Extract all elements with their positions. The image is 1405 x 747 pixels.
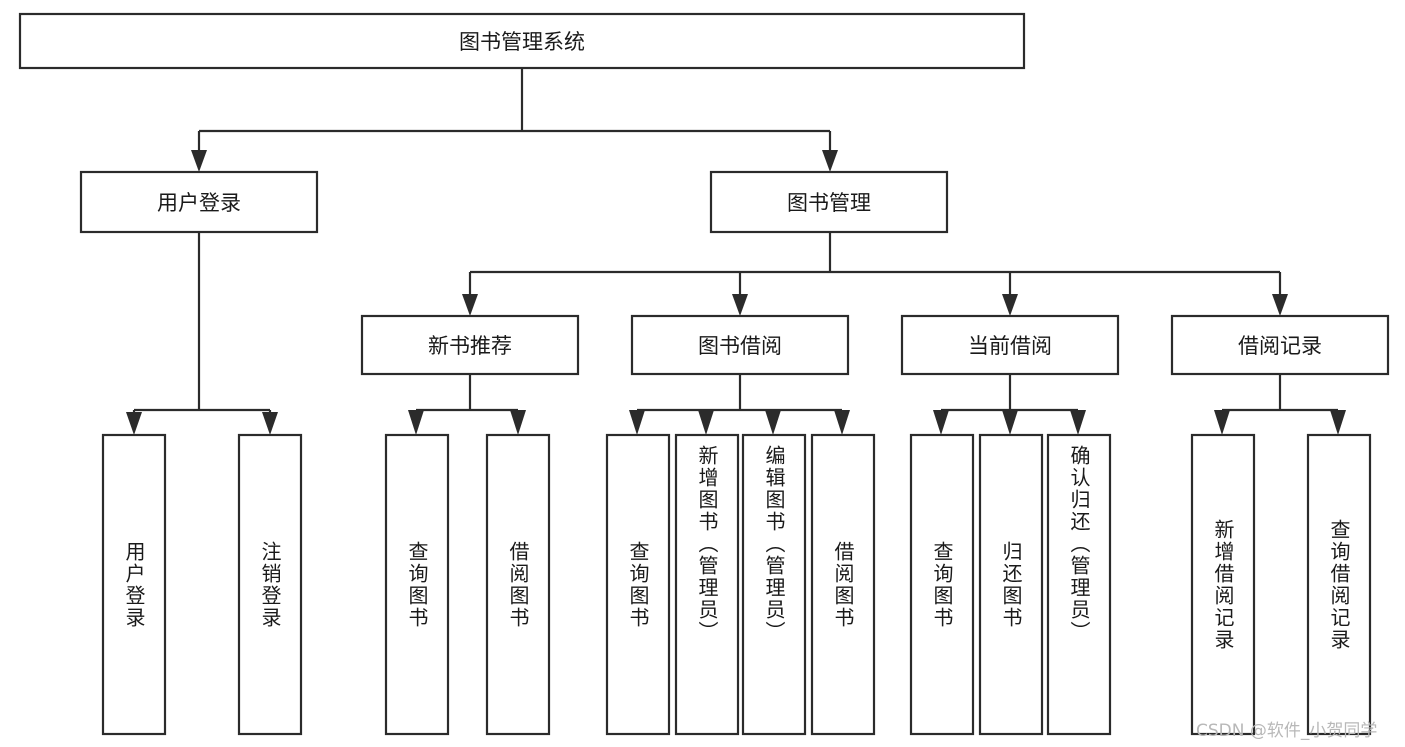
- arrow-head-leaf-borrow-query: [629, 410, 645, 435]
- node-label-leaf-rec-query: 查询图书: [405, 540, 429, 629]
- arrow-head-leaf-cur-return: [1002, 410, 1018, 435]
- connector-group-user-login-leaves: [126, 232, 278, 435]
- node-label-borrow-record: 借阅记录: [1238, 334, 1322, 358]
- arrow-head-leaf-borrow-lend: [834, 410, 850, 435]
- arrow-head-user-login: [191, 150, 207, 172]
- arrow-head-current-borrow: [1002, 294, 1018, 316]
- arrow-head-leaf-cur-confirm: [1070, 410, 1086, 435]
- connector-group-root-to-level2: [191, 68, 838, 172]
- connector-group-book-manage-to-level3: [462, 232, 1288, 316]
- arrow-head-leaf-user-logout: [262, 412, 278, 435]
- node-label-current-borrow: 当前借阅: [968, 334, 1052, 358]
- node-box-leaf-rec-add[interactable]: [1190, 433, 1256, 736]
- node-box-leaf-borrow-lend[interactable]: [810, 433, 876, 736]
- arrow-head-leaf-user-login: [126, 412, 142, 435]
- node-label-leaf-borrow-add: 新增图书（管理员）: [695, 445, 719, 643]
- node-box-leaf-rec-borrow[interactable]: [485, 433, 551, 736]
- node-label-new-book-rec: 新书推荐: [428, 334, 512, 358]
- node-box-leaf-cur-query[interactable]: [909, 433, 975, 736]
- node-box-book-manage[interactable]: [709, 170, 949, 234]
- connector-group-book-borrow-leaves: [629, 374, 850, 435]
- arrow-head-borrow-record: [1272, 294, 1288, 316]
- node-box-leaf-rec-query2[interactable]: [1306, 433, 1372, 736]
- node-box-book-borrow[interactable]: [630, 314, 850, 376]
- arrow-head-leaf-rec-add: [1214, 410, 1230, 435]
- node-box-leaf-borrow-add[interactable]: [674, 433, 740, 736]
- node-label-leaf-rec-query2: 查询借阅记录: [1327, 518, 1351, 651]
- node-label-leaf-cur-confirm: 确认归还（管理员）: [1067, 445, 1091, 643]
- node-box-leaf-cur-return[interactable]: [978, 433, 1044, 736]
- arrow-head-leaf-cur-query: [933, 410, 949, 435]
- node-label-leaf-borrow-lend: 借阅图书: [831, 540, 855, 629]
- node-box-root[interactable]: [18, 12, 1026, 70]
- node-label-leaf-user-login: 用户登录: [122, 540, 146, 629]
- node-box-user-login[interactable]: [79, 170, 319, 234]
- arrow-head-leaf-borrow-add: [698, 410, 714, 435]
- csdn-watermark: CSDN @软件_小贺同学: [1196, 721, 1378, 741]
- node-label-leaf-borrow-edit: 编辑图书（管理员）: [762, 445, 786, 643]
- arrow-head-book-manage: [822, 150, 838, 172]
- node-box-leaf-borrow-query[interactable]: [605, 433, 671, 736]
- node-label-leaf-borrow-query: 查询图书: [626, 540, 650, 629]
- node-box-current-borrow[interactable]: [900, 314, 1120, 376]
- connector-group-borrow-record-leaves: [1214, 374, 1346, 435]
- node-label-root: 图书管理系统: [459, 30, 585, 54]
- node-box-leaf-rec-query[interactable]: [384, 433, 450, 736]
- arrow-head-leaf-rec-borrow: [510, 410, 526, 435]
- node-label-leaf-rec-borrow: 借阅图书: [506, 540, 530, 629]
- node-label-book-manage: 图书管理: [787, 191, 871, 215]
- node-label-leaf-user-logout: 注销登录: [258, 540, 282, 629]
- connector-group-new-book-rec-leaves: [408, 374, 526, 435]
- node-box-new-book-rec[interactable]: [360, 314, 580, 376]
- node-label-leaf-cur-query: 查询图书: [930, 540, 954, 629]
- node-box-borrow-record[interactable]: [1170, 314, 1390, 376]
- node-label-book-borrow: 图书借阅: [698, 334, 782, 358]
- arrow-head-book-borrow: [732, 294, 748, 316]
- node-label-leaf-rec-add: 新增借阅记录: [1211, 518, 1235, 651]
- node-label-user-login: 用户登录: [157, 191, 241, 215]
- node-box-leaf-user-login[interactable]: [101, 433, 167, 736]
- arrow-head-leaf-rec-query: [408, 410, 424, 435]
- node-box-leaf-cur-confirm[interactable]: [1046, 433, 1112, 736]
- node-label-leaf-cur-return: 归还图书: [999, 540, 1023, 629]
- arrow-head-leaf-borrow-edit: [765, 410, 781, 435]
- node-box-leaf-borrow-edit[interactable]: [741, 433, 807, 736]
- arrow-head-leaf-rec-query2: [1330, 410, 1346, 435]
- node-box-leaf-user-logout[interactable]: [237, 433, 303, 736]
- arrow-head-new-book-rec: [462, 294, 478, 316]
- connector-group-current-borrow-leaves: [933, 374, 1086, 435]
